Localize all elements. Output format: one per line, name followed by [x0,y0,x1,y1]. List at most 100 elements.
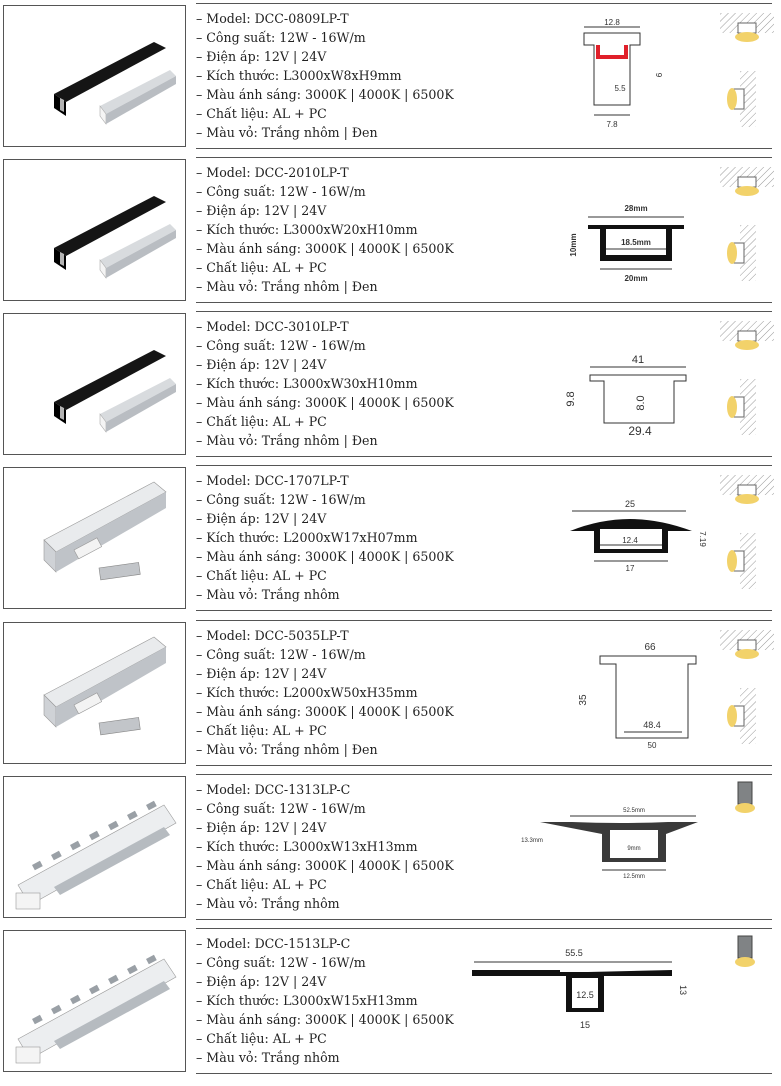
spec-line: – Model: DCC-2010LP-T [196,165,349,180]
dim-inner: 12.4 [622,536,638,545]
spec-line: – Chất liệu: AL + PC [196,260,327,275]
dim-width: 41 [632,354,644,366]
spec-line: – Chất liệu: AL + PC [196,877,327,892]
spec-line: – Chất liệu: AL + PC [196,414,327,429]
recessed-mount-icon [718,317,776,449]
spec-line: – Model: DCC-5035LP-T [196,628,349,643]
divider [196,919,772,920]
dim-inner: 12.5 [576,990,594,1000]
divider [196,620,772,621]
black-and-white-profile-image [3,5,186,147]
cross-section-drawing: 41 8.0 9.8 29.4 [560,319,706,447]
spec-line: – Màu ánh sáng: 3000K | 4000K | 6500K [196,704,454,719]
dim-inner: 48.4 [643,720,661,730]
cross-section-drawing: 55.5 12.5 13 15 [472,936,706,1064]
product-row: – Model: DCC-1313LP-C– Công suất: 12W - … [0,774,781,920]
spec-line: – Kích thước: L2000xW17xH07mm [196,530,418,545]
dim-height: 9 [654,73,663,78]
spec-line: – Model: DCC-0809LP-T [196,11,349,26]
recessed-mount-icon [718,626,776,758]
dim-base: 7.8 [606,120,618,129]
spec-line: – Model: DCC-3010LP-T [196,319,349,334]
spec-line: – Model: DCC-1313LP-C [196,782,351,797]
product-row: – Model: DCC-0809LP-T – Công suất: 12W - … [0,3,781,149]
dim-base: 50 [648,741,657,750]
dim-height: 13.3mm [521,838,543,844]
product-row: – Model: DCC-1513LP-C– Công suất: 12W - … [0,928,781,1074]
divider [196,1073,772,1074]
spec-line: – Màu ánh sáng: 3000K | 4000K | 6500K [196,87,454,102]
product-row: – Model: DCC-5035LP-T– Công suất: 12W - … [0,620,781,766]
divider [196,465,772,466]
divider [196,774,772,775]
dim-base: 15 [580,1020,590,1030]
spec-line: – Màu vỏ: Trắng nhôm | Đen [196,125,378,140]
spec-line: – Màu ánh sáng: 3000K | 4000K | 6500K [196,858,454,873]
divider [196,302,772,303]
spec-line: – Màu vỏ: Trắng nhôm [196,896,340,911]
dim-width: 25 [625,499,635,509]
spec-line: – Kích thước: L3000xW8xH9mm [196,68,402,83]
spec-list: – Model: DCC-1513LP-C– Công suất: 12W - … [196,934,556,1067]
dim-inner: 9mm [627,846,640,852]
recessed-mount-icon [718,163,776,295]
cross-section-drawing: 12.8 5.5 9 7.8 [560,11,706,139]
spec-line: – Công suất: 12W - 16W/m [196,30,366,45]
spec-line: – Điện áp: 12V | 24V [196,49,327,64]
dim-width: 52.5mm [623,808,645,814]
dim-height: 13 [678,985,688,995]
divider [196,3,772,4]
aluminium-profile-image [3,622,186,764]
dim-inner: 18.5mm [621,238,651,247]
spec-line: – Màu vỏ: Trắng nhôm | Đen [196,742,378,757]
spec-line: – Công suất: 12W - 16W/m [196,338,366,353]
plaster-mount-icon [718,780,776,912]
spec-line: – Điện áp: 12V | 24V [196,511,327,526]
divider [196,928,772,929]
dim-base: 20mm [624,274,647,283]
dim-width: 28mm [624,204,647,213]
cross-section-drawing: 52.5mm 9mm 13.3mm 12.5mm [521,782,706,910]
dim-base: 12.5mm [623,874,645,880]
cross-section-drawing: 28mm 18.5mm 10mm 20mm [560,165,706,293]
cross-section-drawing: 66 35 48.4 50 [560,628,706,756]
divider [196,148,772,149]
spec-line: – Điện áp: 12V | 24V [196,203,327,218]
spec-line: – Chất liệu: AL + PC [196,723,327,738]
spec-line: – Màu ánh sáng: 3000K | 4000K | 6500K [196,395,454,410]
dim-height: 35 [578,694,589,706]
aluminium-profile-image [3,467,186,609]
spec-line: – Màu ánh sáng: 3000K | 4000K | 6500K [196,549,454,564]
recessed-mount-icon [718,9,776,141]
dim-base: 29.4 [628,424,652,438]
black-and-white-profile-image [3,313,186,455]
spec-line: – Model: DCC-1707LP-T [196,473,349,488]
dim-inner: 5.5 [614,84,626,93]
spec-line: – Kích thước: L2000xW50xH35mm [196,685,418,700]
black-and-white-profile-image [3,159,186,301]
spec-line: – Kích thước: L3000xW30xH10mm [196,376,418,391]
spec-line: – Điện áp: 12V | 24V [196,666,327,681]
dim-width: 55.5 [565,948,583,958]
spec-line: – Model: DCC-1513LP-C [196,936,351,951]
spec-line: – Chất liệu: AL + PC [196,1031,327,1046]
spec-line: – Điện áp: 12V | 24V [196,820,327,835]
dim-width: 12.8 [604,18,620,27]
spec-line: – Điện áp: 12V | 24V [196,974,327,989]
dim-base: 17 [626,564,635,573]
spec-line: – Công suất: 12W - 16W/m [196,184,366,199]
spec-line: – Màu ánh sáng: 3000K | 4000K | 6500K [196,1012,454,1027]
spec-line: – Chất liệu: AL + PC [196,106,327,121]
cross-section-drawing: 25 12.4 7.19 17 [560,473,707,601]
spec-line: – Công suất: 12W - 16W/m [196,492,366,507]
spec-list: – Model: DCC-5035LP-T– Công suất: 12W - … [196,626,556,759]
dim-inner: 8.0 [635,395,647,410]
recessed-mount-icon [718,471,776,603]
product-row: – Model: DCC-3010LP-T – Công suất: 12W - … [0,311,781,457]
divider [196,157,772,158]
spec-line: – Màu vỏ: Trắng nhôm | Đen [196,433,378,448]
plaster-profile-image [3,776,186,918]
dim-height: 10mm [569,233,578,256]
divider [196,456,772,457]
